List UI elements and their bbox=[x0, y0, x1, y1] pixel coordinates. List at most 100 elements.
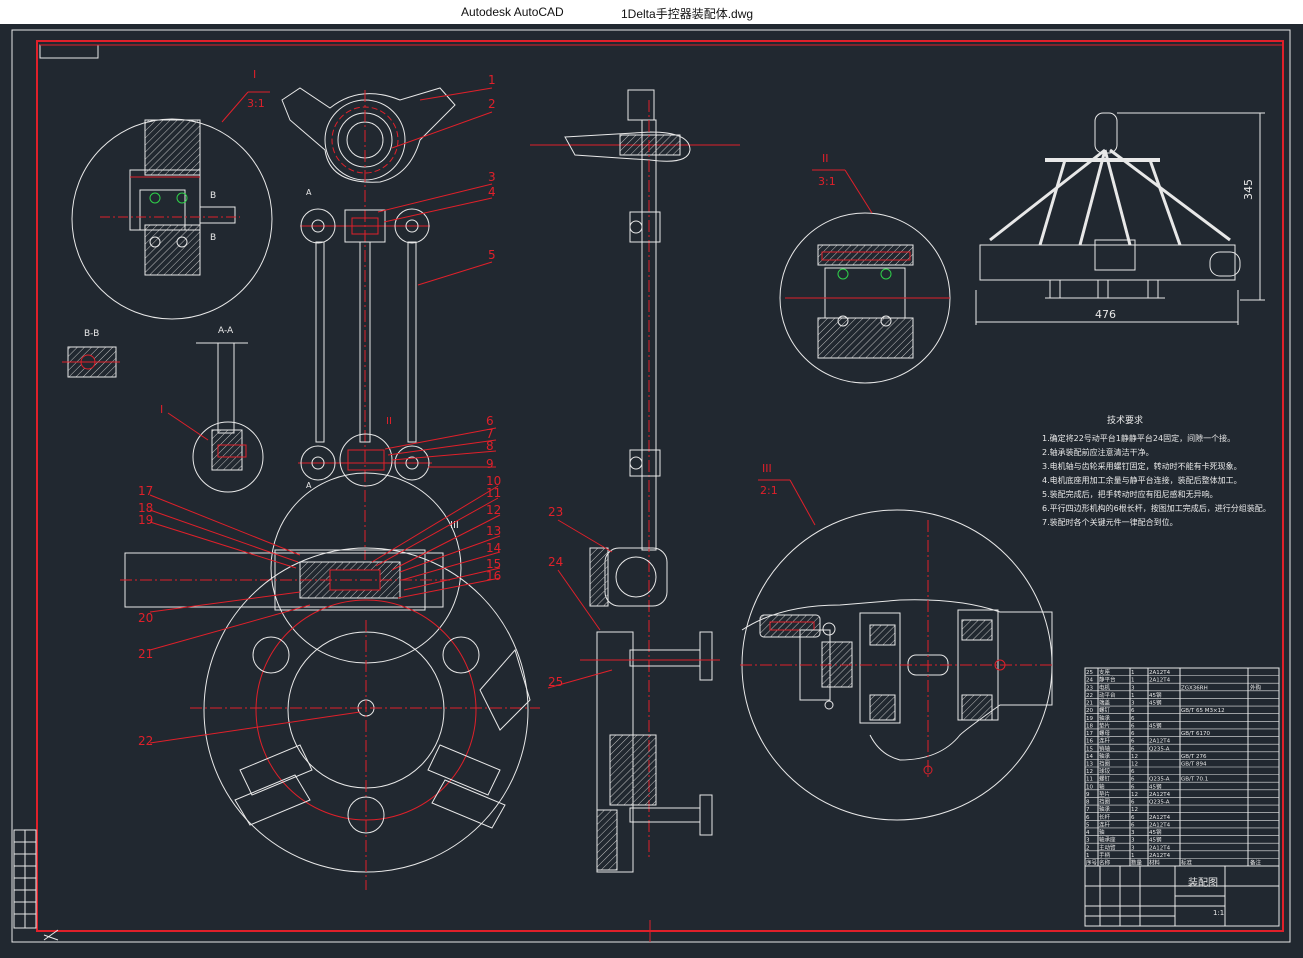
bom-cell: GB/T 65 M3×12 bbox=[1181, 708, 1225, 714]
bom-cell: 2A12T4 bbox=[1149, 853, 1171, 859]
bom-cell: 14 bbox=[1086, 754, 1093, 760]
bom-cell: 长杆 bbox=[1099, 813, 1111, 821]
side-view-assembly[interactable] bbox=[530, 89, 740, 873]
section-view-AA[interactable]: A-A I bbox=[160, 326, 264, 493]
bom-cell: 2 bbox=[1086, 845, 1090, 851]
bom-cell: 17 bbox=[1086, 731, 1093, 737]
bom-cell: 2A12T4 bbox=[1149, 678, 1171, 684]
isometric-overview[interactable]: 476 345 bbox=[975, 112, 1265, 325]
bom-cell: 2A12T4 bbox=[1149, 845, 1171, 851]
bom-cell: 21 bbox=[1086, 701, 1093, 707]
bom-cell: 6 bbox=[1131, 739, 1135, 745]
section-aa-label: A-A bbox=[218, 326, 234, 336]
technical-requirements: 技术要求 1.确定将22号动平台1静静平台24固定，间隙一个接。 2.轴承装配前… bbox=[1042, 414, 1271, 527]
bom-cell: 支座 bbox=[1099, 668, 1111, 676]
bom-cell: 25 bbox=[1086, 670, 1093, 676]
bom-cell: 19 bbox=[1086, 716, 1093, 722]
bom-cell: 螺钉 bbox=[1099, 775, 1111, 783]
bom-cell: Q235-A bbox=[1149, 777, 1170, 783]
detail-I-callout: I bbox=[160, 403, 163, 416]
detail-view-III[interactable]: III 2:1 bbox=[740, 462, 1055, 821]
bom-header-cell: 材料 bbox=[1149, 859, 1161, 867]
bom-header-cell: 名称 bbox=[1099, 859, 1111, 867]
bom-cell: Q235-A bbox=[1149, 800, 1170, 806]
balloon-3: 3 bbox=[488, 170, 496, 184]
balloon-6: 6 bbox=[486, 414, 494, 428]
file-name: 1Delta手控器装配体.dwg bbox=[621, 7, 754, 21]
bom-cell: 6 bbox=[1131, 769, 1135, 775]
detail-view-I[interactable]: B B I 3:1 bbox=[71, 68, 273, 320]
balloon-7: 7 bbox=[486, 427, 494, 441]
bom-cell: 2A12T4 bbox=[1149, 822, 1171, 828]
title-block: 装配图 1:1 bbox=[1084, 865, 1280, 927]
balloon-19: 19 bbox=[138, 513, 153, 527]
bom-cell: 6 bbox=[1131, 731, 1135, 737]
bom-cell: 1 bbox=[1131, 678, 1135, 684]
bom-cell: 端盖 bbox=[1099, 699, 1111, 707]
balloon-8: 8 bbox=[486, 439, 494, 453]
bom-cell: 6 bbox=[1131, 777, 1135, 783]
bom-cell: 8 bbox=[1086, 800, 1090, 806]
drawing-scale: 1:1 bbox=[1213, 909, 1224, 917]
bom-cell: 6 bbox=[1131, 784, 1135, 790]
bom-cell: 12 bbox=[1131, 792, 1138, 798]
tech-req-item: 6.平行四边形机构的6根长杆，按图加工完成后，进行分组装配。 bbox=[1042, 503, 1271, 513]
bom-cell: 5 bbox=[1086, 822, 1090, 828]
section-view-BB[interactable]: B-B bbox=[62, 329, 120, 378]
tech-req-item: 1.确定将22号动平台1静静平台24固定，间隙一个接。 bbox=[1042, 433, 1235, 443]
bom-cell: GB/T 276 bbox=[1181, 754, 1207, 760]
bom-cell: ZGX36RH bbox=[1181, 685, 1208, 691]
detail-view-II[interactable]: II 3:1 bbox=[779, 152, 951, 384]
balloon-9: 9 bbox=[486, 457, 494, 471]
balloon-1: 1 bbox=[488, 73, 496, 87]
bom-cell: 3 bbox=[1131, 830, 1135, 836]
bom-cell: 16 bbox=[1086, 739, 1093, 745]
balloon-25: 25 bbox=[548, 675, 563, 689]
cad-drawing: B B I 3:1 B-B A-A I bbox=[11, 29, 1291, 943]
dimension-width: 476 bbox=[1095, 308, 1116, 321]
balloon-5: 5 bbox=[488, 248, 496, 262]
detail-II-scale: 3:1 bbox=[818, 175, 836, 188]
dimension-height: 345 bbox=[1242, 179, 1255, 200]
bom-cell: 6 bbox=[1131, 800, 1135, 806]
detail-I-label: I bbox=[253, 68, 256, 81]
front-view-assembly[interactable]: A A II III bbox=[120, 87, 540, 890]
bom-cell: 手柄 bbox=[1099, 851, 1111, 859]
bom-cell: 轴 bbox=[1099, 828, 1105, 836]
bom-cell: 15 bbox=[1086, 746, 1093, 752]
balloon-16: 16 bbox=[486, 569, 501, 583]
bom-cell: 45钢 bbox=[1149, 782, 1162, 790]
bom-cell: 1 bbox=[1131, 693, 1135, 699]
bom-cell: 45钢 bbox=[1149, 699, 1162, 707]
bom-cell: 2A12T4 bbox=[1149, 815, 1171, 821]
bom-cell: 11 bbox=[1086, 777, 1093, 783]
bom-cell: 3 bbox=[1131, 685, 1135, 691]
bom-cell: 45钢 bbox=[1149, 836, 1162, 844]
bom-cell: 轴 bbox=[1099, 782, 1105, 790]
bom-cell: 23 bbox=[1086, 685, 1093, 691]
bom-cell: 挡圈 bbox=[1099, 760, 1111, 768]
bom-cell: 6 bbox=[1131, 822, 1135, 828]
app-name: Autodesk AutoCAD bbox=[461, 5, 564, 19]
balloon-14: 14 bbox=[486, 541, 501, 555]
bom-cell: 连杆 bbox=[1099, 737, 1111, 745]
bom-cell: 连杆 bbox=[1099, 820, 1111, 828]
section-mark-a-bottom: A bbox=[306, 481, 312, 490]
bom-cell: 垫片 bbox=[1099, 790, 1110, 798]
bom-cell: 3 bbox=[1131, 838, 1135, 844]
drawing-canvas[interactable]: B B I 3:1 B-B A-A I bbox=[0, 24, 1303, 953]
part-balloons-left: 17 18 19 20 21 22 bbox=[138, 484, 361, 748]
bom-cell: 电机 bbox=[1099, 683, 1111, 691]
bom-cell: 4 bbox=[1086, 830, 1090, 836]
bom-cell: GB/T 894 bbox=[1181, 762, 1207, 768]
bom-cell: 轴承 bbox=[1099, 714, 1111, 722]
detail-II-callout: II bbox=[386, 416, 392, 427]
balloon-12: 12 bbox=[486, 503, 501, 517]
bom-cell: 轴承 bbox=[1099, 805, 1111, 813]
bom-cell: 45钢 bbox=[1149, 721, 1162, 729]
bom-cell: 外购 bbox=[1250, 683, 1262, 691]
bom-cell: Q235-A bbox=[1149, 746, 1170, 752]
bom-cell: 3 bbox=[1131, 701, 1135, 707]
bom-cell: 1 bbox=[1086, 853, 1090, 859]
bom-cell: 12 bbox=[1131, 754, 1138, 760]
